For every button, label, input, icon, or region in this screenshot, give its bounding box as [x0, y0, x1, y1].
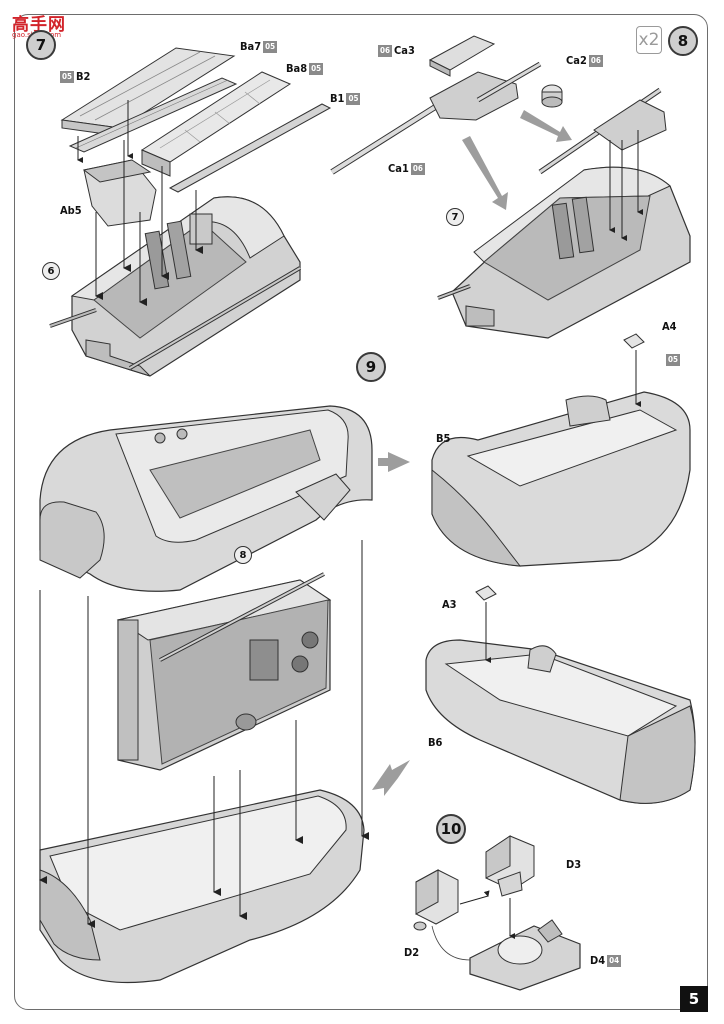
- step10-part-d3: [485, 835, 535, 897]
- ref-step-7: 7: [446, 208, 464, 226]
- part-code: Ca2: [566, 54, 587, 67]
- part-code: B5: [436, 432, 451, 445]
- step9-upper-body-shell: [39, 405, 373, 592]
- step9-part-b6: [425, 639, 696, 804]
- part-code: Ba7: [240, 40, 262, 53]
- part-label-a4: A4: [662, 320, 677, 333]
- step9-arrow-b5: [378, 452, 410, 472]
- step-number-10: 10: [436, 814, 466, 844]
- part-code: D2: [404, 946, 420, 959]
- sprue-number: 06: [410, 162, 425, 175]
- step10-arrows: [431, 890, 515, 961]
- part-label-ca2: Ca2 06: [566, 54, 603, 67]
- part-label-d4: D4 04: [590, 954, 622, 967]
- part-label-b1: B1 05: [330, 92, 361, 105]
- sprue-number: 06: [588, 54, 603, 67]
- step10-part-d2: [413, 869, 459, 931]
- part-code: A3: [442, 598, 457, 611]
- step9-part-a4: [623, 333, 645, 407]
- step7-rail-ba8: [140, 71, 292, 177]
- step8-part-ca3: [428, 35, 496, 77]
- ref-step-6: 6: [42, 262, 60, 280]
- part-code: B6: [428, 736, 443, 749]
- part-label-ca3: 06 Ca3: [378, 44, 415, 57]
- part-label-b6: B6: [428, 736, 442, 749]
- sprue-label-05: 05: [666, 354, 681, 366]
- part-label-d3: D3: [566, 858, 581, 871]
- sprue-number: 05: [309, 62, 324, 75]
- part-label-ab5: Ab5: [60, 204, 82, 217]
- sprue-number: 04: [607, 954, 622, 967]
- step9-part-a3: [475, 585, 497, 663]
- step7-hull-tub: [49, 196, 302, 377]
- part-label-b5: B5: [436, 432, 450, 445]
- part-code: Ca3: [394, 44, 415, 57]
- part-code: D4: [590, 954, 606, 967]
- step7-part-ab5: [82, 159, 157, 227]
- step9-part-b5: [431, 391, 691, 567]
- part-label-ba8: Ba8 05: [286, 62, 324, 75]
- step7-rail-b1: [168, 103, 332, 193]
- part-label-b2: 05 B2: [60, 70, 90, 83]
- step8-assembly-arrows: [462, 110, 572, 210]
- step9-arrow-b6: [372, 760, 410, 796]
- part-code: Ca1: [388, 162, 409, 175]
- step9-interior-assembly: [116, 572, 332, 771]
- step8-hull-tub: [437, 87, 691, 339]
- logo-text: 高手网: [12, 15, 66, 35]
- step7-arrows: [77, 100, 203, 306]
- step9-vertical-arrows: [39, 540, 369, 928]
- ref-step-8: 8: [234, 546, 252, 564]
- step-number-9: 9: [356, 352, 386, 382]
- part-code: D3: [566, 858, 582, 871]
- step8-part-ca2: [541, 84, 563, 108]
- sprue-number: 05: [346, 92, 361, 105]
- step9-lower-body-shell: [39, 789, 365, 984]
- part-code: Ba8: [286, 62, 308, 75]
- step7-rail-b2: [68, 77, 238, 153]
- sprue-number: 05: [263, 40, 278, 53]
- page-border: [14, 14, 708, 1010]
- step8-gun-ca1: [330, 61, 542, 175]
- page-number: 5: [680, 986, 708, 1012]
- part-label-ba7: Ba7 05: [240, 40, 278, 53]
- sprue-number: 05: [666, 354, 681, 366]
- part-code: B2: [76, 70, 91, 83]
- sprue-number: 05: [60, 70, 75, 83]
- step-number-7: 7: [26, 30, 56, 60]
- sprue-number: 06: [378, 44, 393, 57]
- step10-part-d4: [469, 919, 581, 991]
- part-label-a3: A3: [442, 598, 457, 611]
- part-code: B1: [330, 92, 345, 105]
- part-label-ca1: Ca1 06: [388, 162, 425, 175]
- part-code: A4: [662, 320, 677, 333]
- step-number-8: 8: [668, 26, 698, 56]
- quantity-badge: x2: [636, 26, 662, 54]
- part-code: Ab5: [60, 204, 82, 217]
- part-label-d2: D2: [404, 946, 419, 959]
